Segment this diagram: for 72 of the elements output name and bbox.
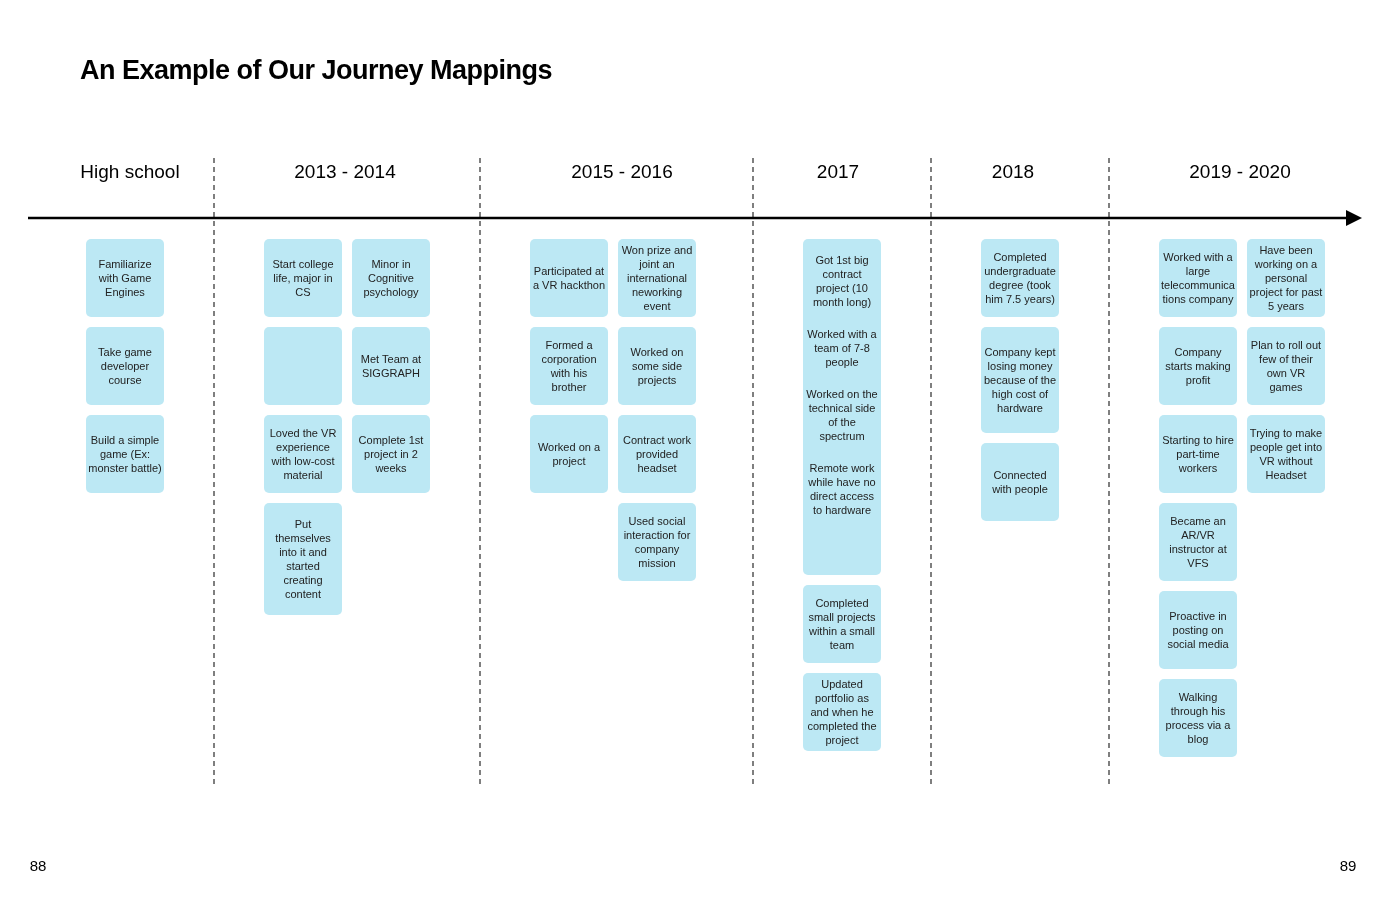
sticky-note [530,327,608,405]
sticky-note [264,327,342,405]
sticky-note [86,239,164,317]
sticky-note [803,585,881,663]
sticky-note [1159,591,1237,669]
note-text: Start college life, major in CS [271,257,335,299]
sticky-note [1247,415,1325,493]
sticky-note [1159,503,1237,581]
period-heading: 2019 - 2020 [1189,159,1291,184]
page-number: 89 [1339,855,1357,876]
note-text: Proactive in posting on social media [1166,609,1230,651]
note-text: Worked on the technical side of the spectrum [805,387,879,443]
sticky-note [1247,327,1325,405]
note-text: Worked on some side projects [629,345,685,387]
note-text: Used social interaction for company mission [622,514,692,570]
note-text: Met Team at SIGGRAPH [359,352,423,380]
page-title: An Example of Our Journey Mappings [80,54,553,87]
note-text: Connected with people [991,468,1049,496]
sticky-note [352,327,430,405]
sticky-note [618,327,696,405]
sticky-note [530,239,608,317]
sticky-note [1159,327,1237,405]
note-text: Starting to hire part-time workers [1161,433,1235,475]
note-text: Completed undergraduate degree (took him 7.5 years) [983,250,1057,306]
note-text: Plan to roll out few of their own VR games [1249,338,1323,394]
note-text: Got 1st big contract project (10 month long) [811,253,873,309]
sticky-note [352,239,430,317]
note-text: Company kept losing money because of the high cost of hardware [983,345,1057,415]
period-heading: 2017 [816,159,860,184]
note-text: Loved the VR experience with low-cost material [268,426,338,482]
sticky-note [981,327,1059,433]
period-heading: 2018 [991,159,1035,184]
note-text: Take game developer course [97,345,153,387]
period-heading: 2013 - 2014 [294,159,396,184]
sticky-note [264,415,342,493]
note-text: Formed a corporation with his brother [540,338,598,394]
sticky-note [618,415,696,493]
note-text: Remote work while have no direct access to hardware [807,461,877,517]
sticky-note [803,239,881,575]
sticky-note [1159,415,1237,493]
note-text: Build a simple game (Ex: monster battle) [88,433,162,475]
sticky-note [1159,679,1237,757]
period-heading: High school [80,159,180,184]
sticky-note [1159,239,1237,317]
note-text: Won prize and joint an international neworking event [620,243,694,313]
note-text: Minor in Cognitive psychology [362,257,420,299]
period-heading: 2015 - 2016 [571,159,673,184]
sticky-note [981,239,1059,317]
note-text: Contract work provided headset [622,433,692,475]
note-text: Worked with a team of 7-8 people [806,327,878,369]
sticky-note [981,443,1059,521]
note-text: Became an AR/VR instructor at VFS [1168,514,1228,570]
sticky-note [352,415,430,493]
sticky-note [530,415,608,493]
sticky-note [264,503,342,615]
page-number: 88 [29,855,47,876]
note-text: Completed small projects within a small team [807,596,877,652]
note-text: Company starts making profit [1164,345,1232,387]
note-text: Put themselves into it and started creating content [274,517,332,601]
note-text: Walking through his process via a blog [1164,690,1232,746]
note-text: Familiarize with Game Engines [97,257,153,299]
sticky-note [86,415,164,493]
note-text: Worked with a large telecommunications company [1161,250,1235,306]
sticky-note [86,327,164,405]
note-text: Complete 1st project in 2 weeks [357,433,425,475]
note-text: Trying to make people get into VR without Headset [1249,426,1323,482]
note-text: Worked on a project [536,440,602,468]
note-text: Have been working on a personal project for past 5 years [1249,243,1323,313]
sticky-note [618,503,696,581]
note-text: Participated at a VR hackthon [532,264,606,292]
sticky-note [264,239,342,317]
note-text: Updated portfolio as and when he completed the project [806,677,878,747]
